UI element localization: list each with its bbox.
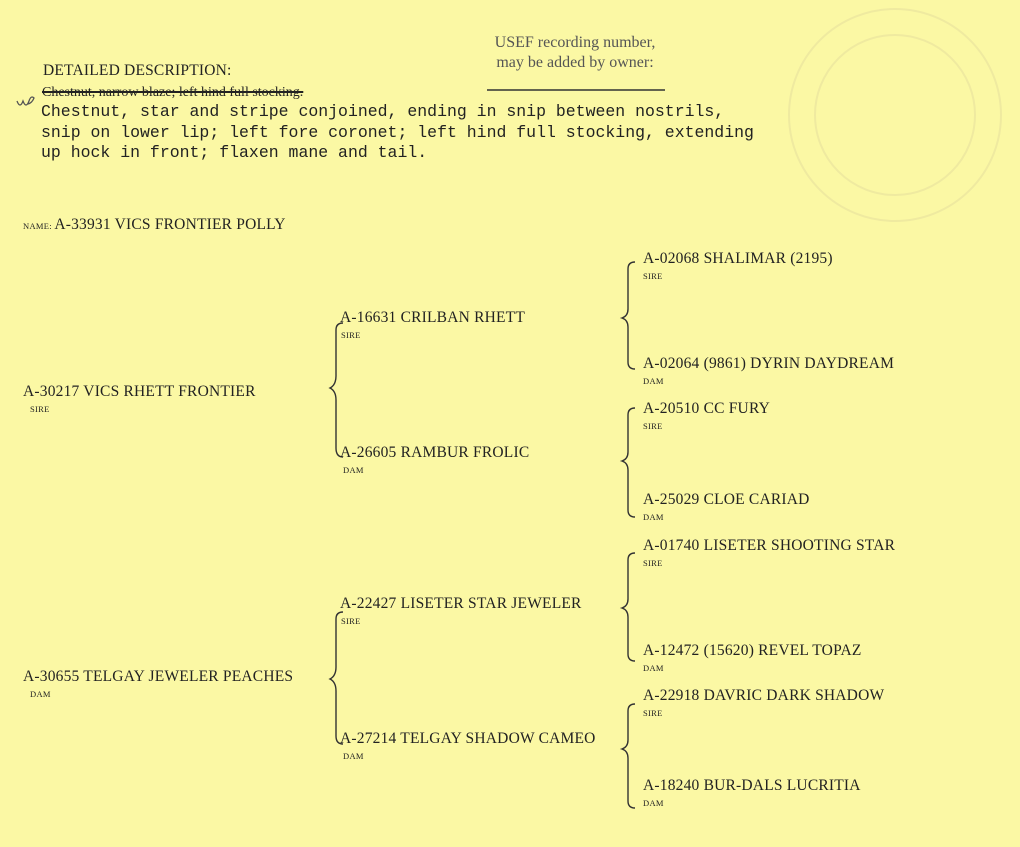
sire-dam-role: DAM (343, 465, 364, 475)
dam-dam-role: DAM (343, 751, 364, 761)
sire-sire-role: SIRE (341, 330, 361, 340)
bracket-dam-sire (619, 552, 636, 662)
sire-name: A-30217 VICS RHETT FRONTIER (23, 383, 256, 400)
sire-role: SIRE (30, 404, 50, 414)
dsire-dam-role: DAM (643, 663, 664, 673)
description-line: Chestnut, star and stripe conjoined, end… (41, 102, 725, 121)
description-struck-text: Chestnut, narrow blaze; left hind full s… (42, 85, 304, 100)
dsire-sire-role: SIRE (643, 558, 663, 568)
description-line: snip on lower lip; left fore coronet; le… (41, 122, 754, 142)
name-label: NAME: (23, 221, 55, 231)
description-line: up hock in front; flaxen mane and tail. (41, 143, 428, 162)
dam-sire-role: SIRE (341, 616, 361, 626)
horse-name-row: NAME: A-33931 VICS FRONTIER POLLY (23, 216, 286, 234)
bracket-sire-sire (619, 261, 636, 370)
handwritten-mark (16, 96, 35, 106)
ddam-dam-role: DAM (643, 798, 664, 808)
sdam-sire-name: A-20510 CC FURY (643, 400, 771, 417)
dam-sire-name: A-22427 LISETER STAR JEWELER (340, 595, 582, 612)
dam-role: DAM (30, 689, 51, 699)
dam-name: A-30655 TELGAY JEWELER PEACHES (23, 668, 294, 685)
description-heading: DETAILED DESCRIPTION: (43, 62, 232, 79)
sdam-sire-role: SIRE (643, 421, 663, 431)
ddam-sire-role: SIRE (643, 708, 663, 718)
usef-note: USEF recording number, may be added by o… (460, 33, 690, 73)
embossed-seal (788, 8, 1002, 222)
dsire-sire-name: A-01740 LISETER SHOOTING STAR (643, 537, 896, 554)
sdam-dam-role: DAM (643, 512, 664, 522)
ddam-dam-name: A-18240 BUR-DALS LUCRITIA (643, 777, 861, 794)
bracket-dam (328, 611, 344, 745)
sire-sire-name: A-16631 CRILBAN RHETT (340, 309, 526, 326)
bracket-sire (328, 322, 344, 458)
dsire-dam-name: A-12472 (15620) REVEL TOPAZ (643, 642, 862, 659)
dam-dam-name: A-27214 TELGAY SHADOW CAMEO (340, 730, 596, 747)
ssire-sire-name: A-02068 SHALIMAR (2195) (643, 250, 833, 267)
ssire-dam-role: DAM (643, 376, 664, 386)
usef-line-2: may be added by owner: (496, 54, 654, 71)
usef-line-1: USEF recording number, (494, 34, 656, 51)
horse-name: A-33931 VICS FRONTIER POLLY (54, 216, 286, 233)
bracket-sire-dam (619, 407, 636, 518)
ddam-sire-name: A-22918 DAVRIC DARK SHADOW (643, 687, 885, 704)
sire-dam-name: A-26605 RAMBUR FROLIC (340, 444, 530, 461)
ssire-sire-role: SIRE (643, 271, 663, 281)
sdam-dam-name: A-25029 CLOE CARIAD (643, 491, 810, 508)
ssire-dam-name: A-02064 (9861) DYRIN DAYDREAM (643, 355, 895, 372)
bracket-dam-dam (619, 703, 636, 809)
description-text: Chestnut, star and stripe conjoined, end… (41, 102, 754, 164)
